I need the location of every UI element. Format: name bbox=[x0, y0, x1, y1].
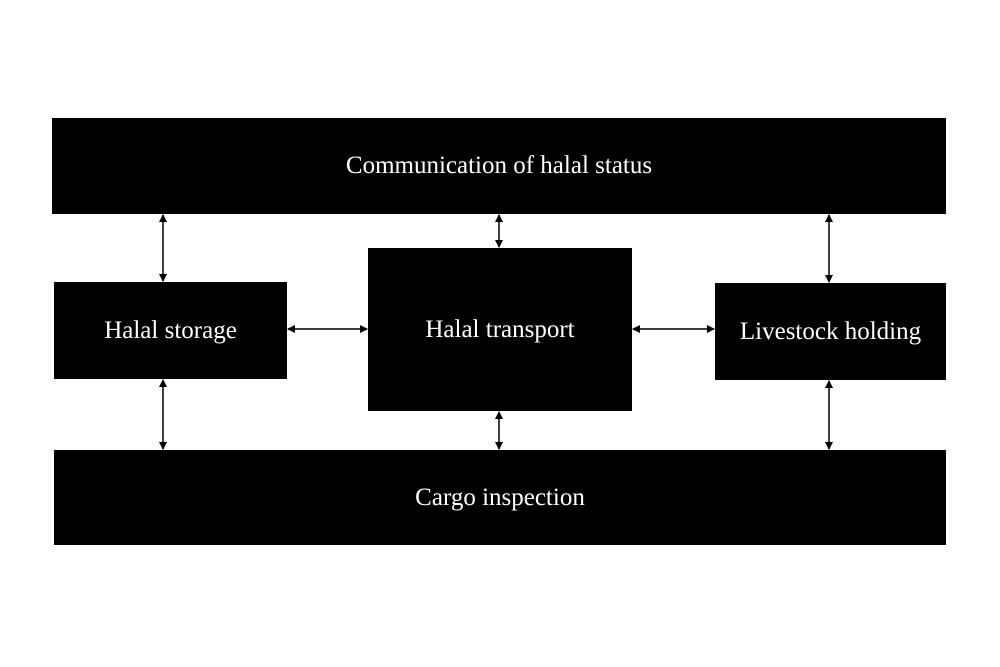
inspection-label: Cargo inspection bbox=[415, 483, 585, 511]
communication-label: Communication of halal status bbox=[345, 152, 653, 179]
communication-box: Communication of halal status bbox=[52, 118, 946, 214]
livestock-label: Livestock holding bbox=[739, 317, 922, 345]
livestock-box: Livestock holding bbox=[715, 283, 946, 380]
storage-label: Halal storage bbox=[104, 316, 237, 344]
inspection-box: Cargo inspection bbox=[54, 450, 946, 545]
transport-label: Halal transport bbox=[425, 315, 575, 343]
transport-box: Halal transport bbox=[368, 248, 632, 411]
storage-box: Halal storage bbox=[54, 282, 287, 379]
